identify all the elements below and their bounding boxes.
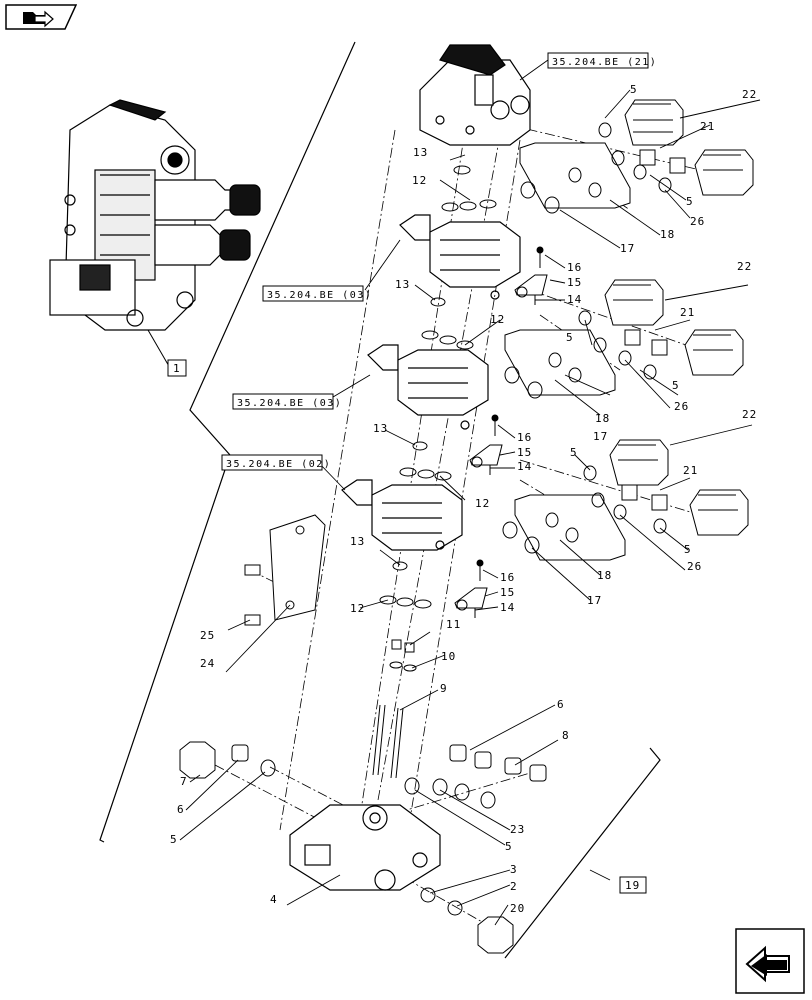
callout-26: 26 <box>687 560 702 573</box>
assembly-overview-illustration <box>49 99 261 331</box>
callout-7: 7 <box>180 775 188 788</box>
mounting-bracket <box>244 514 326 626</box>
callout-13: 13 <box>350 535 365 548</box>
callout-5: 5 <box>566 331 574 344</box>
callout-12: 12 <box>475 497 490 510</box>
callout-5: 5 <box>684 543 692 556</box>
bottom-plug <box>420 887 514 954</box>
outlet-plugs-right <box>404 744 547 809</box>
callout-15: 15 <box>567 276 582 289</box>
inlet-end-cover <box>289 804 441 891</box>
box-19[interactable] <box>619 876 647 894</box>
callout-23: 23 <box>510 823 525 836</box>
valve-section-2 <box>367 344 489 430</box>
callout-12: 12 <box>490 313 505 326</box>
callout-5: 5 <box>170 833 178 846</box>
callout-4: 4 <box>270 893 278 906</box>
callout-5: 5 <box>672 379 680 392</box>
callout-16: 16 <box>517 431 532 444</box>
callout-14: 14 <box>567 293 582 306</box>
top-valve-head <box>419 44 531 146</box>
ref-text-03a: 35.204.BE (03) <box>267 290 372 301</box>
box-1[interactable] <box>167 359 187 377</box>
callout-5: 5 <box>630 83 638 96</box>
callout-22: 22 <box>737 260 752 273</box>
bracket-line-right <box>504 747 661 959</box>
callout-numbers: 5 22 21 5 26 18 17 13 12 16 15 14 13 12 … <box>170 83 757 915</box>
ref-box-03b[interactable] <box>232 393 334 410</box>
callout-17: 17 <box>593 430 608 443</box>
seal-rings <box>379 165 497 672</box>
callout-18: 18 <box>595 412 610 425</box>
coupler-group-3 <box>502 439 749 561</box>
callout-15: 15 <box>500 586 515 599</box>
callout-6: 6 <box>177 803 185 816</box>
callout-11: 11 <box>446 618 461 631</box>
callout-24: 24 <box>200 657 215 670</box>
tie-rods <box>372 704 404 779</box>
callout-8: 8 <box>562 729 570 742</box>
callout-9: 9 <box>440 682 448 695</box>
callout-21: 21 <box>683 464 698 477</box>
callout-10: 10 <box>441 650 456 663</box>
callout-5: 5 <box>505 840 513 853</box>
ref-box-21[interactable] <box>547 52 649 69</box>
callout-22: 22 <box>742 88 757 101</box>
leader-lines <box>179 59 761 926</box>
callout-26: 26 <box>690 215 705 228</box>
callout-20: 20 <box>510 902 525 915</box>
callout-21: 21 <box>680 306 695 319</box>
callout-18: 18 <box>597 569 612 582</box>
callout-25: 25 <box>200 629 215 642</box>
inlet-plugs-left <box>179 741 276 779</box>
lever-assembly-1 <box>514 246 548 305</box>
callout-5: 5 <box>570 446 578 459</box>
lever-assembly-2 <box>469 414 503 475</box>
callout-21: 21 <box>700 120 715 133</box>
callout-12: 12 <box>412 174 427 187</box>
callout-22: 22 <box>742 408 757 421</box>
callout-6: 6 <box>557 698 565 711</box>
coupler-group-2 <box>504 279 744 399</box>
callout-5: 5 <box>686 195 694 208</box>
lever-assembly-3 <box>454 559 488 618</box>
callout-12: 12 <box>350 602 365 615</box>
coupler-group-1 <box>519 99 754 214</box>
box-1-label: 1 <box>173 362 181 375</box>
callout-3: 3 <box>510 863 518 876</box>
valve-section-3 <box>341 479 463 551</box>
book-arrow-icon[interactable] <box>5 4 78 30</box>
callout-18: 18 <box>660 228 675 241</box>
prev-page-arrow-icon[interactable] <box>735 928 805 994</box>
ref-text-03b: 35.204.BE (03) <box>237 398 342 409</box>
ref-text-21: 35.204.BE (21) <box>552 57 657 68</box>
callout-16: 16 <box>567 261 582 274</box>
callout-16: 16 <box>500 571 515 584</box>
callout-17: 17 <box>620 242 635 255</box>
callout-14: 14 <box>500 601 515 614</box>
callout-2: 2 <box>510 880 518 893</box>
ref-box-03a[interactable] <box>262 285 364 302</box>
valve-section-1 <box>399 214 521 300</box>
callout-17: 17 <box>587 594 602 607</box>
ref-text-02: 35.204.BE (02) <box>226 459 331 470</box>
callout-26: 26 <box>674 400 689 413</box>
callout-15: 15 <box>517 446 532 459</box>
leader-box-1 <box>147 329 171 369</box>
callout-13: 13 <box>373 422 388 435</box>
callout-13: 13 <box>395 278 410 291</box>
callout-14: 14 <box>517 460 532 473</box>
ref-box-02[interactable] <box>221 454 323 471</box>
box-19-label: 19 <box>625 879 640 892</box>
callout-13: 13 <box>413 146 428 159</box>
